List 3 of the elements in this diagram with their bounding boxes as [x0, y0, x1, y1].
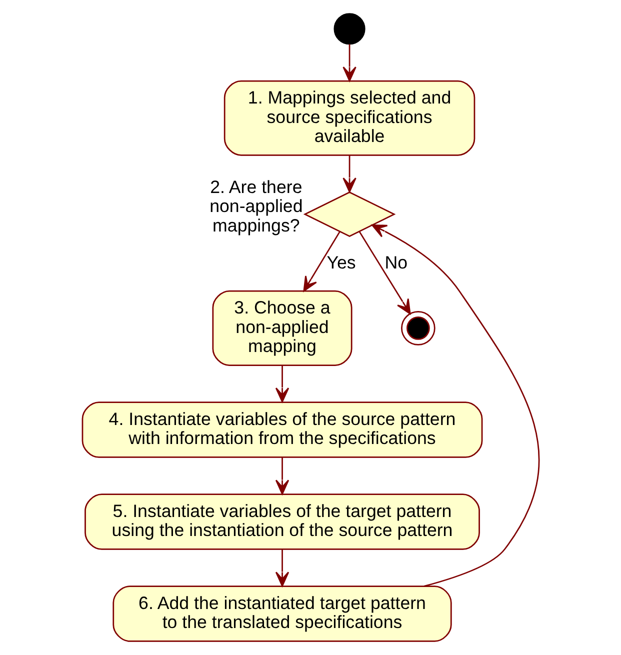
- edge-label: Yes: [326, 252, 356, 272]
- node-label: 2. Are there non-applied mappings?: [209, 176, 302, 236]
- edge-label: No: [384, 252, 408, 272]
